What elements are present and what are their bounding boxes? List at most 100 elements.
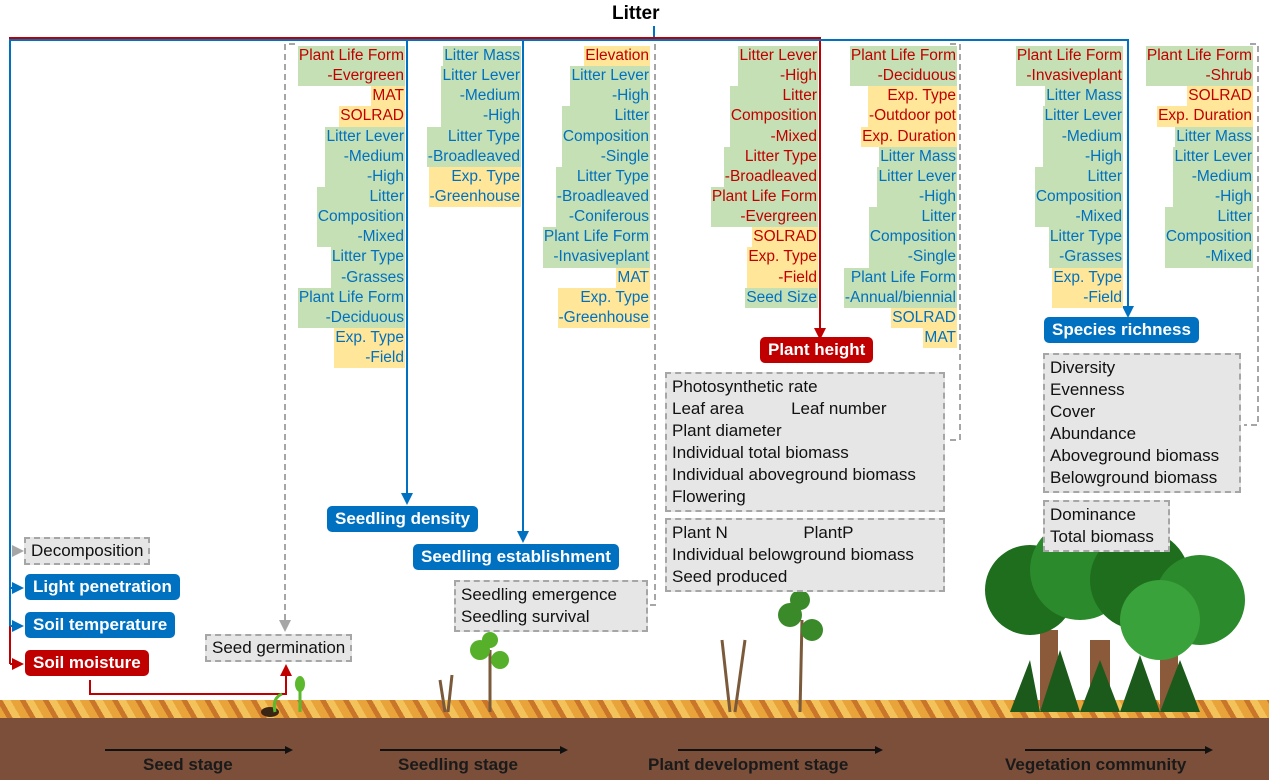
factor-text: -Medium [343,147,404,165]
stage-arrows [105,746,1213,754]
stage-label-seedling: Seedling stage [398,755,518,774]
factor-text: Litter Lever [1174,147,1252,165]
factor-entry: Exp. Type-Greenhouse [428,166,521,208]
seedling-establishment-tag: Seedling establishment [413,544,619,570]
factor-text: -High [366,167,404,185]
factor-text: -Field [1083,288,1122,306]
factor-text: Composition [869,228,956,246]
stage-label-plant-development: Plant development stage [648,755,849,774]
factor-entry: Plant Life Form-Evergreen [710,186,818,228]
factor-entry: SOLRAD [339,106,405,127]
factor-text: Plant Life Form [543,228,649,246]
factor-entry: MAT [371,86,405,107]
factor-text: SOLRAD [1188,87,1252,105]
factor-entry: MAT [923,327,957,349]
factor-text: Composition [1035,187,1122,205]
factor-text: -Broadleaved [556,187,649,205]
factor-entry: Litter Type-Broadleaved [723,146,818,187]
factor-text: -Medium [1061,127,1122,145]
factor-text: -High [611,87,649,105]
factor-entry: Plant Life Form -Deciduous [297,287,405,328]
factor-text: -High [1214,187,1252,205]
factor-entry: Litter Type -Broadleaved -Coniferous [555,166,650,228]
factor-entry: Litter Lever-Medium-High [1043,106,1123,167]
factor-entry: Exp. Type-Field [1052,267,1123,308]
factor-text: SOLRAD [340,107,404,125]
factor-text: Composition [730,107,817,125]
factor-entry: Litter Mass [879,146,957,167]
factor-text: -Medium [1191,167,1252,185]
litter-layer [0,700,1269,722]
young-plants-icon [438,650,492,713]
factor-text: Composition [317,208,404,226]
factor-text: Elevation [585,47,649,64]
seed-germination-box: Seed germination [205,634,353,662]
factor-text: Exp. Type [335,328,404,346]
factor-text: Litter Lever [442,67,520,85]
factor-text: Litter Type [576,167,649,185]
factor-entry: Elevation [584,46,650,67]
seedlings-icon [261,676,305,717]
seedling-density-tag: Seedling density [327,506,479,532]
factor-text: Plant Life Form [850,47,956,64]
factor-text: Exp. Duration [862,127,956,145]
factor-entry: Plant Life Form-Evergreen [297,46,405,87]
factor-text: -Broadleaved [427,147,520,165]
factor-text: Plant Life Form [1016,47,1122,64]
factor-text: -Annual/biennial [844,288,956,306]
factor-entry: SOLRAD [752,227,818,248]
factor-text: -Medium [459,87,520,105]
stage-label-vegetation-community: Vegetation community [1005,755,1187,774]
factor-text: -Coniferous [568,208,649,226]
factor-entry: Exp. Duration [1157,106,1253,127]
factor-text: -Shrub [1205,67,1252,85]
factor-text: Exp. Type [451,167,520,185]
factor-text: Litter [1217,208,1252,226]
factor-text: Plant Life Form [298,288,404,306]
factor-text: Litter Mass [880,147,956,165]
factor-entry: MAT [616,267,650,288]
factor-text: Litter Mass [1046,87,1122,105]
community-outcomes-box: Diversity Evenness Cover Abundance Above… [1043,353,1241,493]
factor-entry: Litter Type-Grasses [1048,227,1123,268]
factor-text: -Evergreen [740,208,817,226]
factor-text: -High [482,107,520,125]
factor-entry: Litter Type-Broadleaved [426,126,521,167]
decomposition-box: Decomposition [24,537,151,565]
factor-text: -Mixed [357,228,404,246]
factor-entry: Plant Life Form -Annual/biennial [843,267,957,308]
species-richness-tag: Species richness [1044,317,1199,343]
factor-text: -Greenhouse [558,308,649,326]
factor-text: Exp. Type [887,87,956,105]
factor-text: -Invasiveplant [1026,67,1122,85]
factor-text: -Deciduous [877,67,956,85]
factor-text: -High [779,67,817,85]
factor-text: Exp. Type [580,288,649,306]
factor-text: Exp. Type [748,248,817,266]
factor-entry: SOLRAD [1187,86,1253,107]
factor-text: -High [1084,147,1122,165]
factor-text: Plant Life Form [850,268,956,286]
factor-text: Composition [1165,228,1252,246]
seedling-outcomes-box: Seedling emergence Seedling survival [454,580,648,632]
factor-entry: Seed Size [745,287,818,308]
factor-text: SOLRAD [753,228,817,246]
factor-text: -Broadleaved [724,167,817,185]
factor-text: -Deciduous [325,308,404,326]
factor-text: MAT [924,328,956,346]
factor-text: Litter [614,107,649,125]
community-outcomes-box-2: Dominance Total biomass [1043,500,1170,552]
factor-entry: SOLRAD [891,307,957,328]
factor-entry: Litter Lever -Medium -High [1173,146,1253,208]
